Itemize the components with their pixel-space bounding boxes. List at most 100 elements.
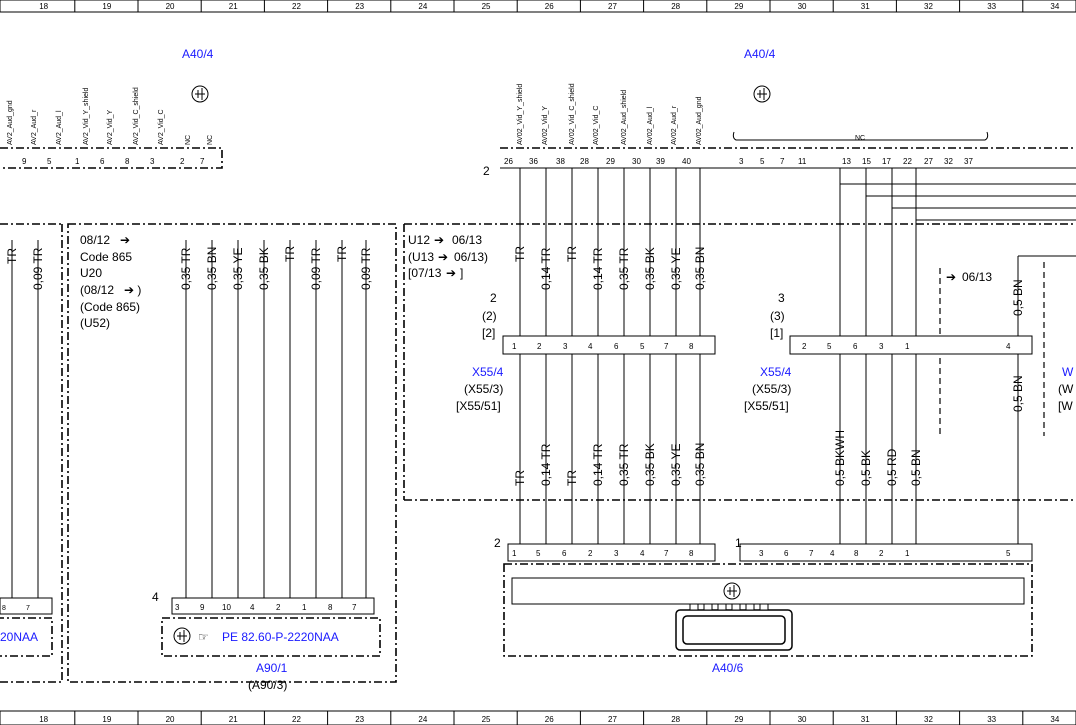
pin-number: 8: [689, 342, 694, 351]
pin-number: 10: [222, 603, 231, 612]
region-code-865: [67, 223, 397, 683]
wire-label: 0,09 TR: [31, 247, 45, 290]
wire-label: 0,35 YE: [669, 248, 683, 290]
ruler-label: 30: [798, 2, 807, 11]
pin-number: 6: [100, 157, 105, 166]
svg-text:(U52): (U52): [80, 316, 110, 330]
ruler-label: 19: [102, 2, 111, 11]
pin-number: 3: [879, 342, 884, 351]
ruler-label: 34: [1050, 715, 1059, 724]
x55-4-label-b: X55/4: [760, 365, 792, 379]
pin-number: 39: [656, 157, 665, 166]
a90-1-label: A90/1: [256, 661, 288, 675]
wire-label: 0,35 BK: [257, 247, 271, 290]
pin-number: 4: [830, 549, 835, 558]
pin-number: 38: [556, 157, 565, 166]
svg-text:[07/13: [07/13: [408, 266, 442, 280]
ground-icon: [173, 627, 191, 645]
signal-label: AV02_Vid_Y_shield: [517, 84, 524, 145]
wire-label: 0,35 YE: [231, 248, 245, 290]
pin-number: 8: [125, 157, 130, 166]
svg-text:➔: ➔: [434, 233, 444, 247]
ruler-label: 28: [671, 2, 680, 11]
wire-label: 0,14 TR: [591, 443, 605, 486]
signal-label: AV2_Vid_Y_shield: [83, 88, 90, 145]
pin-number: 4: [640, 549, 645, 558]
ruler-label: 28: [671, 715, 680, 724]
svg-text:W: W: [1062, 365, 1074, 379]
wire-label: TR: [565, 470, 579, 486]
pin-number: 28: [580, 157, 589, 166]
wire-label: TR: [283, 246, 297, 262]
svg-text:[W: [W: [1058, 399, 1073, 413]
ruler-label: 32: [924, 715, 933, 724]
wire-label: 0,35 BK: [643, 247, 657, 290]
pin-number: 4: [250, 603, 255, 612]
wire-label: 0,35 BN: [205, 247, 219, 290]
wire-label: 0,5 BK: [859, 450, 873, 486]
ruler-label: 29: [734, 2, 743, 11]
pin-number: 5: [640, 342, 645, 351]
pin-number: 2: [588, 549, 593, 558]
wire-label: TR: [565, 246, 579, 262]
pointer-hand-icon: ☞: [198, 630, 209, 644]
pin-number: 26: [504, 157, 513, 166]
signal-label: AV02_Vid_C_shield: [569, 83, 576, 145]
ruler-label: 23: [355, 715, 364, 724]
wire-label: 0,5 BN: [1011, 279, 1025, 316]
connector-number: 2: [483, 164, 490, 178]
pin-number: 30: [632, 157, 641, 166]
svg-text:[X55/51]: [X55/51]: [744, 399, 789, 413]
svg-text:➔: ➔: [446, 266, 456, 280]
pin-number-nc: 27: [924, 157, 933, 166]
svg-text:U12: U12: [408, 233, 430, 247]
pin-number: 3: [150, 157, 155, 166]
svg-text:➔: ➔: [438, 250, 448, 264]
wire-label: 0,09 TR: [309, 247, 323, 290]
wire-label: 0,35 TR: [617, 443, 631, 486]
svg-text:(08/12: (08/12: [80, 283, 114, 297]
ruler-label: 31: [861, 715, 870, 724]
signal-label: AV02_Aud_gnd: [696, 96, 703, 145]
svg-text:20NAA[interactable]: 20NAA: [0, 630, 38, 644]
ruler-label: 24: [418, 715, 427, 724]
svg-text:(3): (3): [770, 309, 785, 323]
pin-number: 7: [352, 603, 357, 612]
pin-number: 6: [562, 549, 567, 558]
note-left: 08/12 ➔ Code 865 U20 (08/12 ➔ ) (Code 86…: [80, 233, 141, 330]
svg-text:(W: (W: [1058, 382, 1074, 396]
ruler-label: 32: [924, 2, 933, 11]
pin-number: 3: [175, 603, 180, 612]
pin-number: 5: [827, 342, 832, 351]
svg-text:[1]: [1]: [770, 326, 783, 340]
pin-number-nc: 13: [842, 157, 851, 166]
ruler-label: 34: [1050, 2, 1059, 11]
wire-label: TR: [513, 246, 527, 262]
ruler-label: 33: [987, 715, 996, 724]
pin-number: 2: [537, 342, 542, 351]
pin-number-nc: 22: [903, 157, 912, 166]
svg-text:1: 1: [735, 536, 742, 550]
pe-reference-link[interactable]: PE 82.60-P-2220NAA: [222, 630, 339, 644]
pin-number: 3: [614, 549, 619, 558]
svg-text:3: 3: [778, 291, 785, 305]
x55-4-label: X55/4: [472, 365, 504, 379]
pin-number: 2: [802, 342, 807, 351]
svg-text:(A90/3): (A90/3): [248, 678, 287, 692]
wire-label: TR: [513, 470, 527, 486]
pin-number: 8: [328, 603, 333, 612]
signal-label: AV02_Vid_Y: [542, 106, 549, 145]
display-screen-icon: [675, 603, 793, 651]
ruler-label: 25: [482, 715, 491, 724]
signal-label: AV2_Aud_r: [31, 109, 38, 145]
pin-number: 4: [588, 342, 593, 351]
svg-text:(Code 865): (Code 865): [80, 300, 140, 314]
wire-label: 0,5 BN: [1011, 375, 1025, 412]
signal-label: NC: [207, 135, 214, 145]
